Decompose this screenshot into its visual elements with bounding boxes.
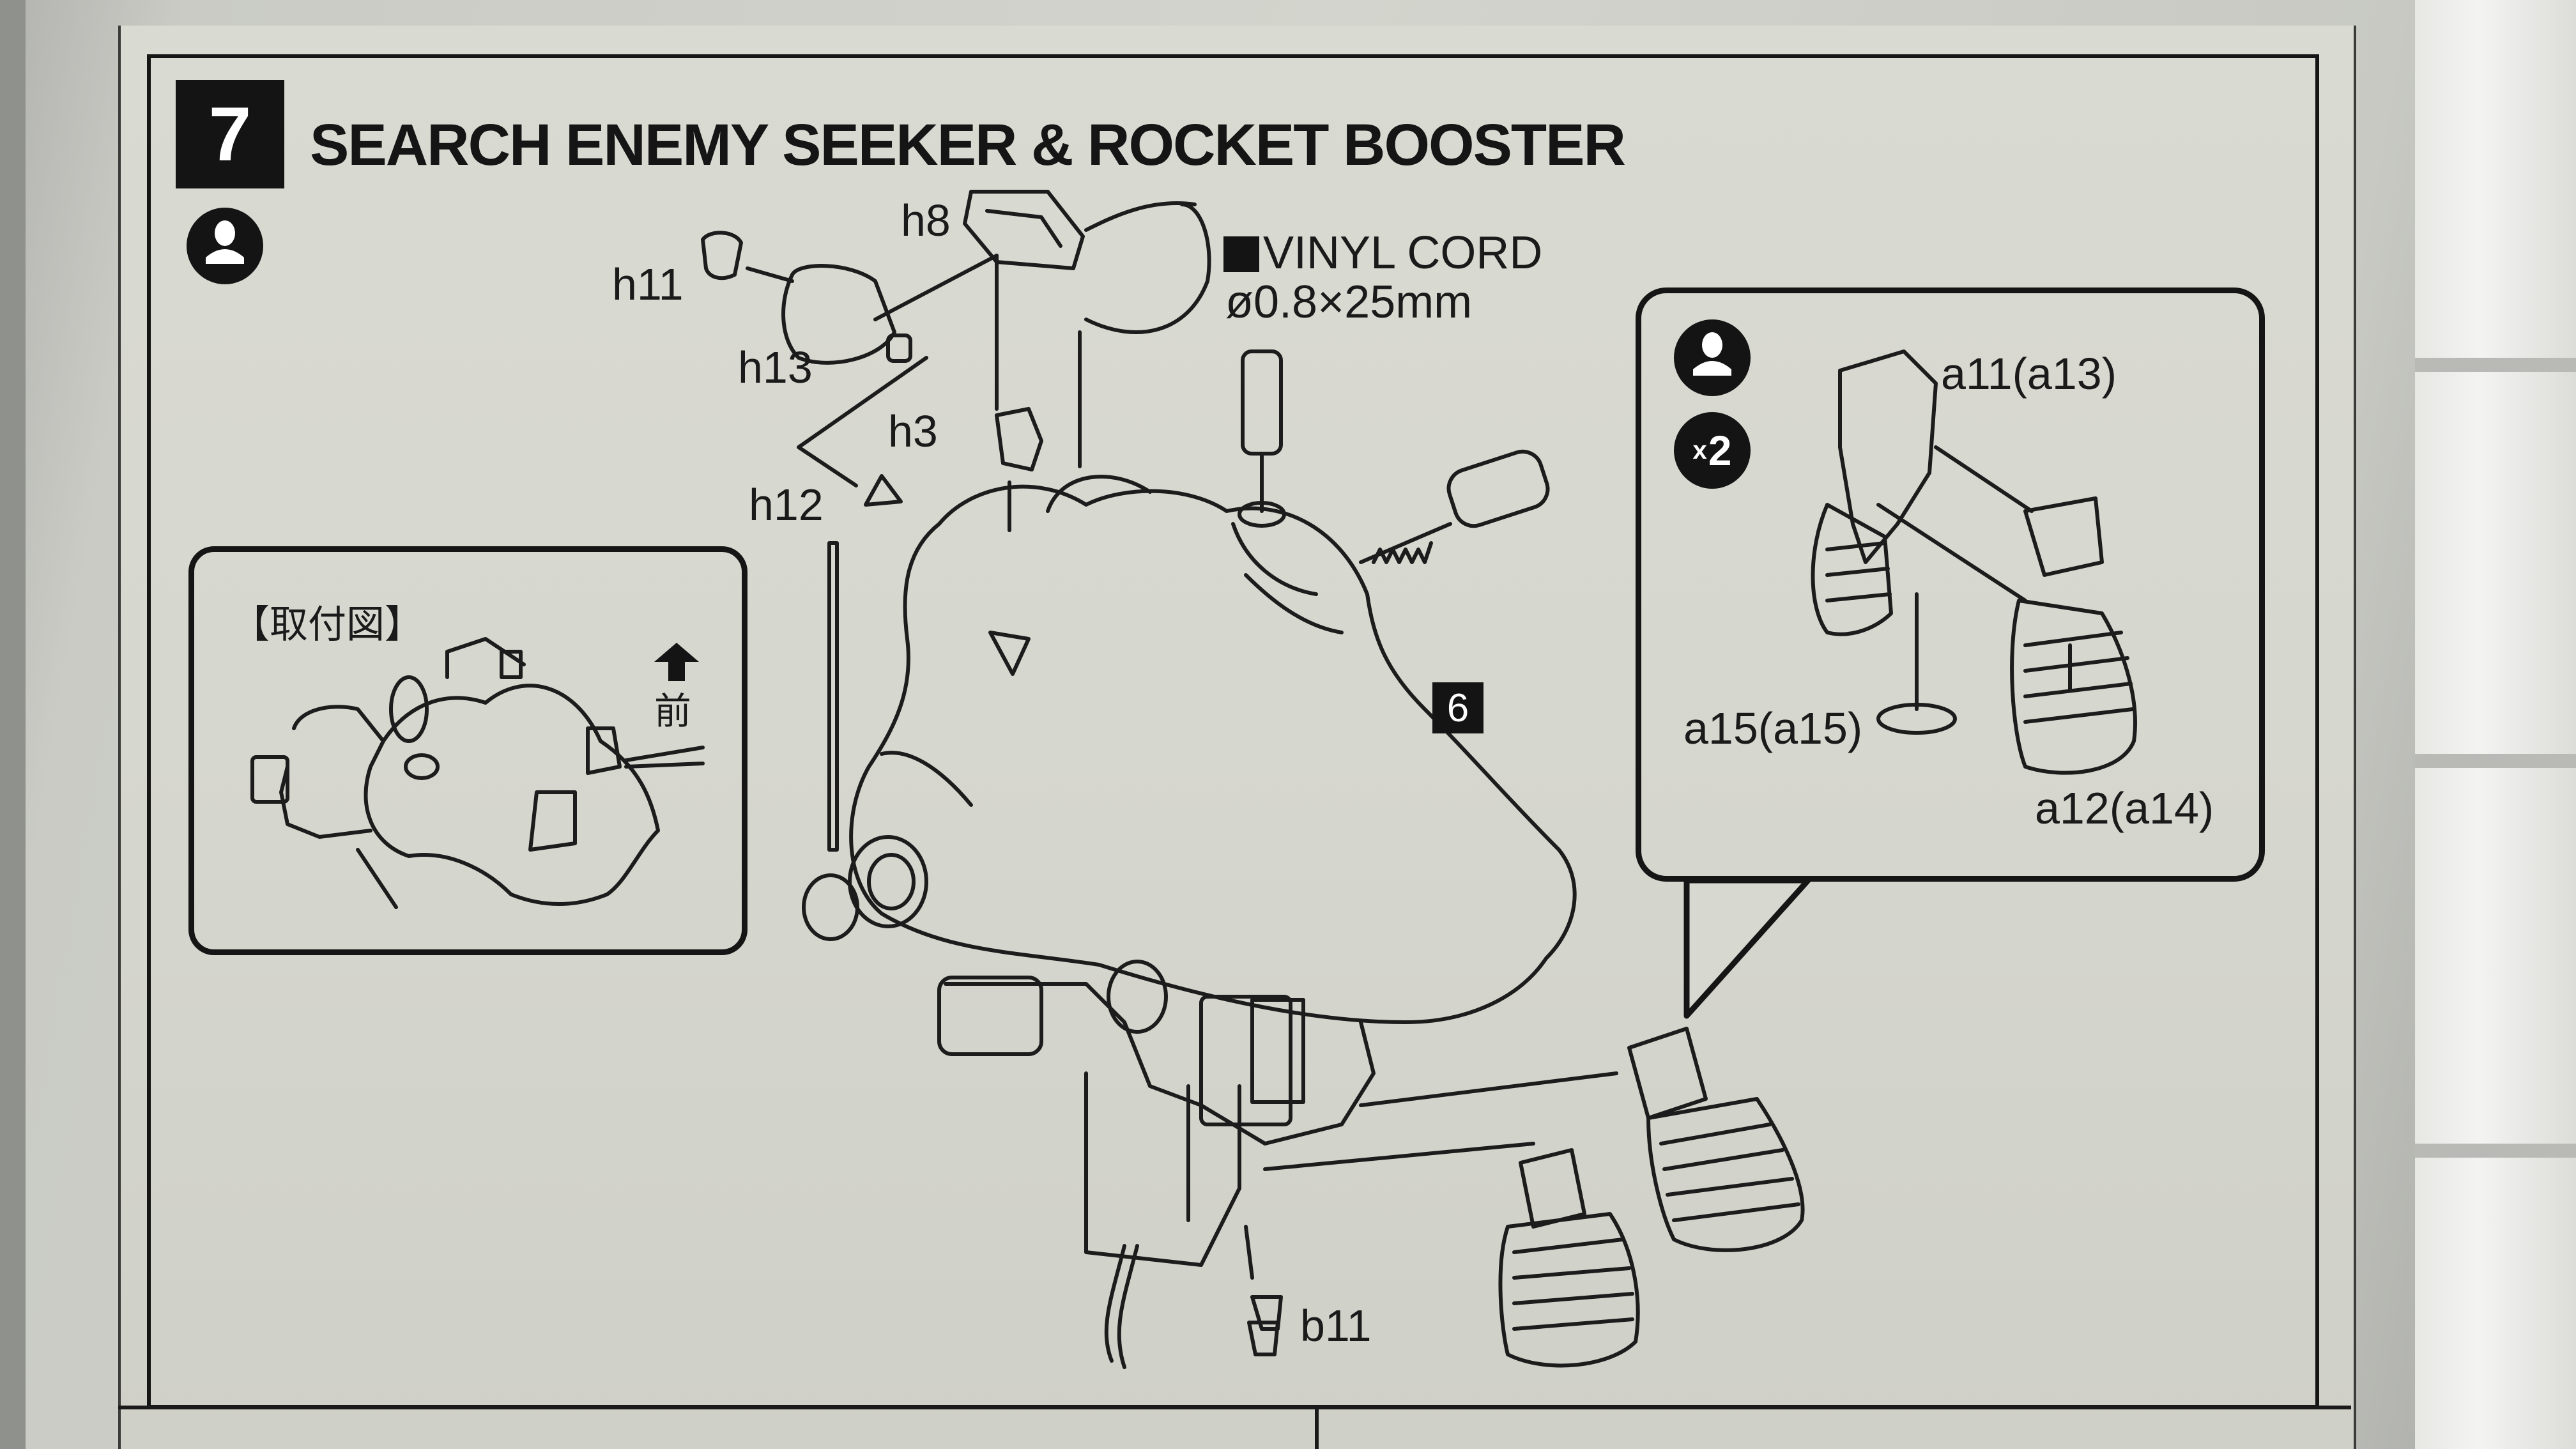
black-square-icon xyxy=(1223,236,1259,272)
installation-diagram-inset: 【取付図】 前 xyxy=(188,546,747,955)
next-step-border xyxy=(118,1406,2351,1409)
glue-icon xyxy=(1674,319,1751,396)
part-label-b11: b11 xyxy=(1300,1301,1372,1351)
vinyl-cord-name: VINYL CORD xyxy=(1223,227,1542,279)
front-label: 前 xyxy=(654,691,692,732)
rocket-booster-shape xyxy=(1498,1148,1640,1368)
vinyl-cord-label: VINYL CORD xyxy=(1263,227,1543,279)
part-h8-shape xyxy=(963,190,1085,270)
booster-multiplier: 2 xyxy=(1708,427,1732,474)
rocket-booster-shape xyxy=(1627,1027,1805,1252)
glue-icon xyxy=(187,208,263,284)
part-label-a12: a12(a14) xyxy=(2035,783,2214,833)
part-label-h3: h3 xyxy=(888,406,938,456)
part-label-a15: a15(a15) xyxy=(1683,703,1863,753)
brick-wall xyxy=(2415,0,2576,1449)
part-h13-shape xyxy=(781,264,896,365)
next-step-divider xyxy=(1315,1406,1319,1449)
installation-caption: 【取付図】 xyxy=(231,603,423,646)
brick-mortar-line xyxy=(2415,1144,2576,1158)
reference-step-box: 6 xyxy=(1432,682,1483,733)
part-label-a11: a11(a13) xyxy=(1941,349,2117,399)
step-number-badge: 7 xyxy=(176,80,284,188)
vinyl-cord-size: ø0.8×25mm xyxy=(1225,277,1473,328)
part-label-h8: h8 xyxy=(901,195,951,245)
step-number: 7 xyxy=(208,91,252,177)
brick-mortar-line xyxy=(2415,358,2576,372)
brick-mortar-line xyxy=(2415,754,2576,768)
part-label-h12: h12 xyxy=(749,480,824,530)
booster-detail-bubble xyxy=(1636,288,2265,882)
head-shell xyxy=(849,484,1577,1024)
reference-step-number: 6 xyxy=(1446,686,1469,730)
lower-mechanism xyxy=(944,982,1376,1146)
part-label-h11: h11 xyxy=(612,259,684,309)
front-indicator: 前 xyxy=(654,643,699,735)
step-title: SEARCH ENEMY SEEKER & ROCKET BOOSTER xyxy=(310,112,1626,178)
front-arrow-icon xyxy=(654,643,699,681)
part-label-h13: h13 xyxy=(738,342,813,392)
